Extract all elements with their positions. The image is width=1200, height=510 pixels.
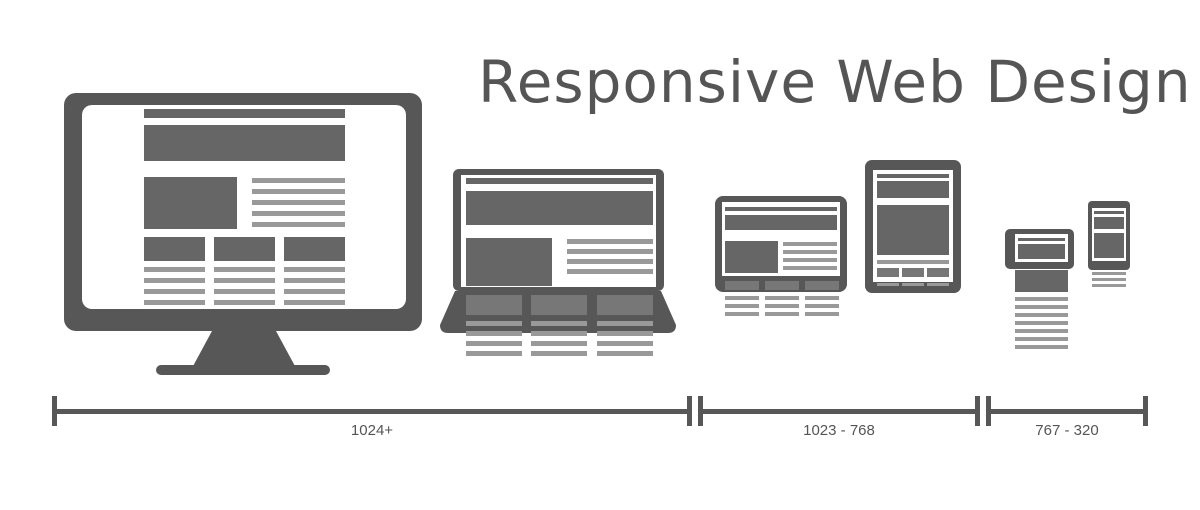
- range-label-767-320: 767 - 320: [1035, 422, 1099, 439]
- desktop-monitor-icon: [64, 93, 422, 375]
- range-label-1023-768: 1023 - 768: [803, 422, 875, 439]
- range-bar-767-320: [986, 396, 1148, 426]
- page-title: Responsive Web Design: [478, 48, 1192, 116]
- phone-portrait-icon: [1088, 201, 1130, 287]
- phone-landscape-icon: [1005, 229, 1074, 349]
- tablet-landscape-icon: [715, 196, 847, 316]
- range-bar-1023-768: [698, 396, 980, 426]
- range-bar-1024: [52, 396, 692, 426]
- range-label-1024: 1024+: [350, 422, 394, 439]
- laptop-icon: [440, 169, 676, 356]
- tablet-portrait-icon: [865, 160, 961, 293]
